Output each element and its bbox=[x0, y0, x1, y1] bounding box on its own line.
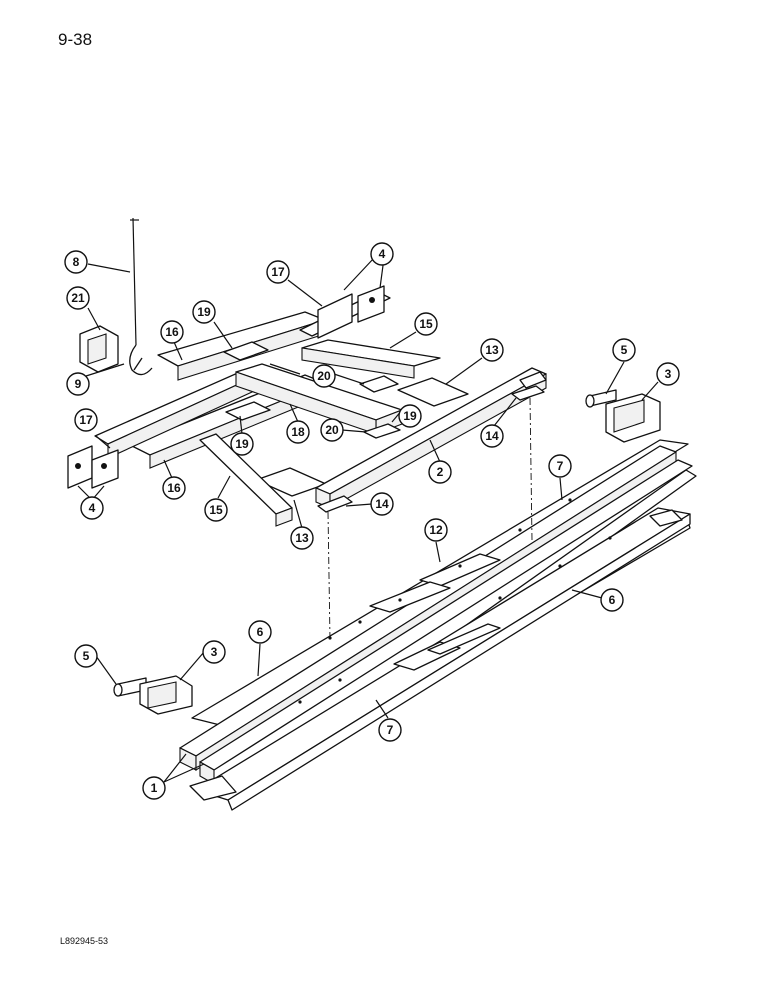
callout-4: 4 bbox=[370, 242, 394, 266]
svg-text:17: 17 bbox=[271, 265, 285, 279]
callout-15: 15 bbox=[204, 498, 228, 522]
svg-text:14: 14 bbox=[375, 497, 389, 511]
svg-text:16: 16 bbox=[167, 481, 181, 495]
svg-text:20: 20 bbox=[317, 369, 331, 383]
callout-20: 20 bbox=[320, 418, 344, 442]
chain bbox=[129, 217, 153, 376]
callout-8: 8 bbox=[64, 250, 88, 274]
page-number: 9-38 bbox=[58, 30, 93, 49]
callout-19: 19 bbox=[192, 300, 216, 324]
svg-text:19: 19 bbox=[403, 409, 417, 423]
callout-16: 16 bbox=[160, 320, 184, 344]
callout-19: 19 bbox=[230, 432, 254, 456]
callout-17: 17 bbox=[74, 408, 98, 432]
lower-frame bbox=[179, 439, 697, 811]
callout-1: 1 bbox=[142, 776, 166, 800]
end-brackets bbox=[67, 285, 385, 489]
shims bbox=[317, 385, 545, 513]
callout-3: 3 bbox=[202, 640, 226, 664]
svg-text:5: 5 bbox=[621, 343, 628, 357]
svg-text:12: 12 bbox=[429, 523, 443, 537]
svg-text:13: 13 bbox=[485, 343, 499, 357]
callout-19: 19 bbox=[398, 404, 422, 428]
callout-14: 14 bbox=[370, 492, 394, 516]
svg-text:19: 19 bbox=[197, 305, 211, 319]
callout-12: 12 bbox=[424, 518, 448, 542]
svg-text:19: 19 bbox=[235, 437, 249, 451]
callout-21: 21 bbox=[66, 286, 90, 310]
callout-15: 15 bbox=[414, 312, 438, 336]
svg-text:14: 14 bbox=[485, 429, 499, 443]
callout-13: 13 bbox=[290, 526, 314, 550]
bracket bbox=[79, 325, 119, 373]
svg-text:16: 16 bbox=[165, 325, 179, 339]
svg-text:6: 6 bbox=[609, 593, 616, 607]
svg-text:21: 21 bbox=[71, 291, 85, 305]
svg-text:6: 6 bbox=[257, 625, 264, 639]
callout-16: 16 bbox=[162, 476, 186, 500]
figure-code: L892945-53 bbox=[60, 936, 109, 946]
svg-text:4: 4 bbox=[379, 247, 386, 261]
svg-text:9: 9 bbox=[75, 377, 82, 391]
svg-text:20: 20 bbox=[325, 423, 339, 437]
callout-4: 4 bbox=[80, 496, 104, 520]
svg-text:1: 1 bbox=[151, 781, 158, 795]
callout-14: 14 bbox=[480, 424, 504, 448]
callout-7: 7 bbox=[378, 718, 402, 742]
callout-7: 7 bbox=[548, 454, 572, 478]
leader-lines bbox=[77, 257, 659, 783]
svg-text:8: 8 bbox=[73, 255, 80, 269]
callout-9: 9 bbox=[66, 372, 90, 396]
svg-text:7: 7 bbox=[557, 459, 564, 473]
callout-6: 6 bbox=[600, 588, 624, 612]
callout-3: 3 bbox=[656, 362, 680, 386]
callout-20: 20 bbox=[312, 364, 336, 388]
svg-text:17: 17 bbox=[79, 413, 93, 427]
diagonal-tube bbox=[199, 433, 293, 527]
svg-text:2: 2 bbox=[437, 465, 444, 479]
svg-text:15: 15 bbox=[209, 503, 223, 517]
callout-6: 6 bbox=[248, 620, 272, 644]
svg-text:3: 3 bbox=[665, 367, 672, 381]
svg-text:18: 18 bbox=[291, 425, 305, 439]
spacer-plates bbox=[359, 375, 401, 439]
upper-cross-tube bbox=[301, 339, 441, 379]
callout-5: 5 bbox=[74, 644, 98, 668]
callout-5: 5 bbox=[612, 338, 636, 362]
mount-plates bbox=[255, 377, 469, 497]
callout-18: 18 bbox=[286, 420, 310, 444]
svg-text:7: 7 bbox=[387, 723, 394, 737]
alignment-lines bbox=[327, 397, 533, 641]
svg-text:13: 13 bbox=[295, 531, 309, 545]
svg-text:5: 5 bbox=[83, 649, 90, 663]
callout-2: 2 bbox=[428, 460, 452, 484]
callout-13: 13 bbox=[480, 338, 504, 362]
svg-text:4: 4 bbox=[89, 501, 96, 515]
main-beam bbox=[315, 367, 547, 509]
svg-text:3: 3 bbox=[211, 645, 218, 659]
left-pivot bbox=[113, 675, 193, 715]
svg-text:15: 15 bbox=[419, 317, 433, 331]
right-pivot bbox=[585, 389, 661, 443]
callout-17: 17 bbox=[266, 260, 290, 284]
